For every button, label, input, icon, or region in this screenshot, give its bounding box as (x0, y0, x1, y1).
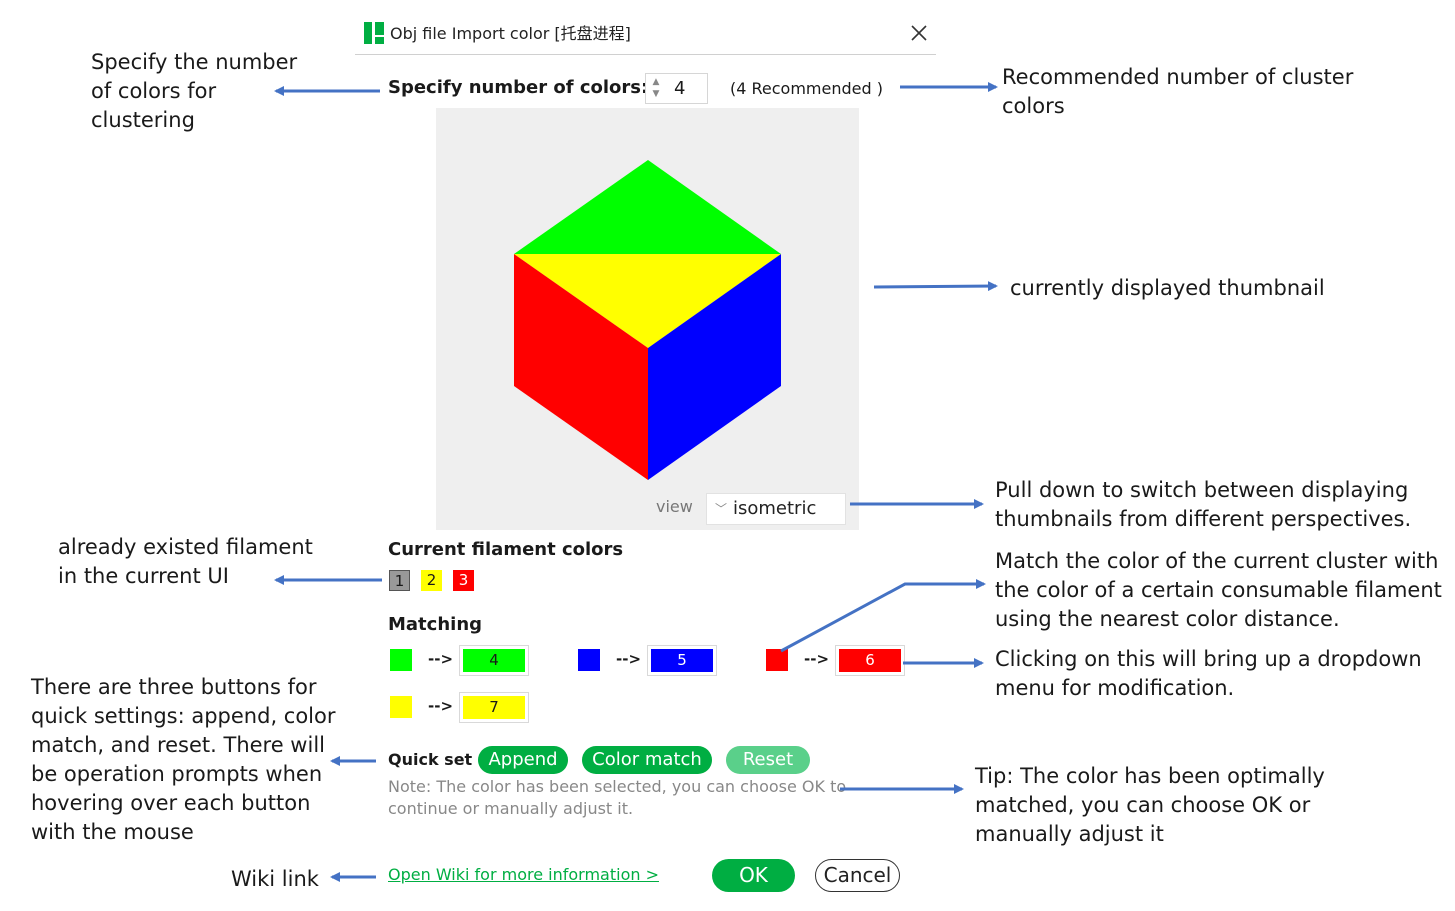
colors-count-value[interactable]: 4 (674, 78, 686, 99)
arrow-match-nearest (780, 579, 986, 653)
view-label: view (656, 497, 693, 516)
match-arrow: --> (616, 650, 642, 668)
match-arrow: --> (428, 697, 454, 715)
filament-target-label: 5 (651, 649, 713, 672)
chevron-down-icon: ﹀ (715, 502, 728, 516)
app-logo-icon (364, 22, 384, 44)
view-dropdown[interactable]: ﹀ isometric (706, 493, 846, 525)
filament-chip: 1 (389, 570, 410, 591)
filament-target-dropdown[interactable]: 6 (835, 645, 905, 676)
recommended-count: (4 Recommended ) (730, 79, 883, 98)
reset-button[interactable]: Reset (726, 746, 810, 774)
cube-left-face (514, 254, 648, 480)
cluster-color-swatch (390, 696, 412, 718)
filament-chip: 2 (421, 570, 442, 591)
cube-thumbnail (514, 160, 781, 480)
filament-target-dropdown[interactable]: 5 (647, 645, 717, 676)
quick-set-note: Note: The color has been selected, you c… (388, 777, 847, 818)
annotation-dropdown: Clicking on this will bring up a dropdow… (995, 647, 1422, 700)
title-divider (355, 54, 936, 55)
annotation-specify-number: Specify the number of colors for cluster… (91, 50, 298, 132)
annotation-existing-filament: already existed filament in the current … (58, 535, 313, 588)
cancel-button[interactable]: Cancel (815, 859, 900, 892)
match-arrow: --> (804, 650, 830, 668)
filament-target-dropdown[interactable]: 7 (459, 692, 529, 723)
annotation-tip: Tip: The color has been optimally matche… (975, 764, 1325, 846)
matching-heading: Matching (388, 614, 483, 635)
stepper-arrows-icon[interactable]: ▲▼ (652, 77, 660, 99)
annotation-pulldown: Pull down to switch between displaying t… (995, 478, 1412, 531)
filament-colors-heading: Current filament colors (388, 539, 624, 560)
annotation-quick-buttons: There are three buttons for quick settin… (31, 675, 336, 844)
colors-count-stepper[interactable]: ▲▼ 4 (645, 73, 708, 104)
filament-chip: 3 (453, 570, 474, 591)
filament-target-label: 4 (463, 649, 525, 672)
thumbnail-preview (436, 108, 859, 530)
quick-set-label: Quick set (388, 750, 473, 769)
wiki-link[interactable]: Open Wiki for more information > (388, 865, 659, 884)
cube-upper-face (514, 254, 781, 348)
annotation-wiki: Wiki link (231, 867, 319, 891)
cube-top-face (514, 160, 781, 254)
colors-count-label: Specify number of colors: (388, 77, 649, 98)
cluster-color-swatch (766, 649, 788, 671)
filament-target-dropdown[interactable]: 4 (459, 645, 529, 676)
view-dropdown-value: isometric (733, 498, 817, 519)
annotation-match-nearest: Match the color of the current cluster w… (995, 549, 1442, 631)
annotation-thumbnail: currently displayed thumbnail (1010, 276, 1325, 300)
arrow-thumbnail (873, 281, 998, 292)
filament-target-label: 6 (839, 649, 901, 672)
ok-button[interactable]: OK (712, 859, 795, 892)
append-button[interactable]: Append (478, 746, 568, 774)
filament-target-label: 7 (463, 696, 525, 719)
cluster-color-swatch (578, 649, 600, 671)
color-match-button[interactable]: Color match (582, 746, 712, 774)
dialog-title: Obj file Import color [托盘进程] (390, 24, 631, 43)
annotation-recommended: Recommended number of cluster colors (1002, 65, 1354, 118)
cluster-color-swatch (390, 649, 412, 671)
close-icon[interactable] (908, 22, 930, 44)
cube-right-face (648, 254, 781, 480)
match-arrow: --> (428, 650, 454, 668)
